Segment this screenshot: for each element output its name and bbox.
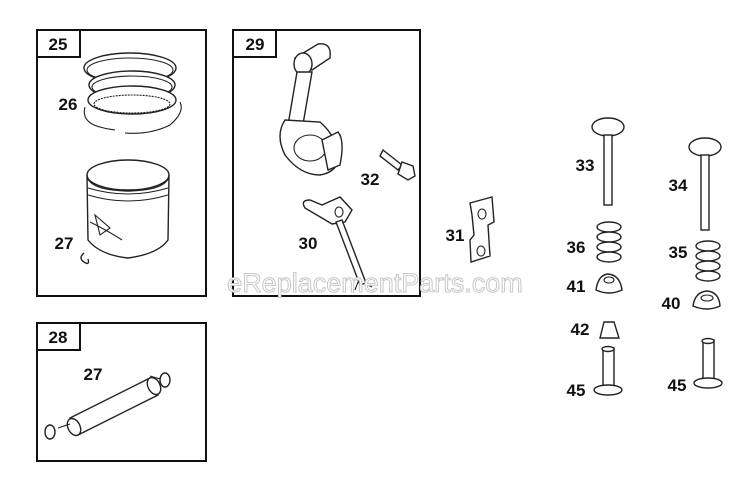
callout-27-pin: 27 xyxy=(84,365,103,384)
part-31-plate[interactable]: 31 xyxy=(446,196,495,263)
retainer-clip-drawing xyxy=(159,372,171,388)
kit-28-box[interactable]: 28 27 xyxy=(36,322,207,462)
callout-40: 40 xyxy=(662,294,681,313)
retainer-clip-drawing xyxy=(44,424,56,440)
intake-valve-33[interactable]: 33 xyxy=(576,117,625,206)
valve-spring-35[interactable]: 35 xyxy=(669,240,721,282)
tappet-45-right[interactable]: 45 xyxy=(668,337,723,396)
kit-25-label: 25 xyxy=(49,35,68,54)
kit-29-box[interactable]: 29 32 30 xyxy=(232,29,421,297)
callout-31: 31 xyxy=(446,226,465,245)
watermark: eReplacementParts.com xyxy=(227,268,523,298)
callout-34: 34 xyxy=(669,176,688,195)
piston-drawing xyxy=(86,159,170,259)
valve-spring-36[interactable]: 36 xyxy=(567,221,622,263)
kit-28-label: 28 xyxy=(49,328,68,347)
valve-keeper-42[interactable]: 42 xyxy=(571,320,620,339)
oil-dipper-drawing xyxy=(302,196,373,291)
spring-retainer-41[interactable]: 41 xyxy=(567,273,623,296)
piston-rings-drawing xyxy=(83,52,182,134)
callout-27: 27 xyxy=(55,234,74,253)
callout-41: 41 xyxy=(567,277,586,296)
callout-45-right: 45 xyxy=(668,376,687,395)
callout-42: 42 xyxy=(571,320,590,339)
callout-36: 36 xyxy=(567,238,586,257)
callout-35: 35 xyxy=(669,243,688,262)
connecting-rod-drawing xyxy=(279,43,343,176)
tappet-45-left[interactable]: 45 xyxy=(567,345,623,401)
piston-pin-drawing xyxy=(66,376,162,437)
callout-32: 32 xyxy=(361,170,380,189)
callout-33: 33 xyxy=(576,156,595,175)
callout-45-left: 45 xyxy=(567,381,586,400)
bolt-drawing xyxy=(379,148,416,181)
spring-retainer-40[interactable]: 40 xyxy=(662,290,721,313)
kit-29-label: 29 xyxy=(246,35,265,54)
exhaust-valve-34[interactable]: 34 xyxy=(669,137,722,231)
kit-25-box[interactable]: 25 26 27 xyxy=(36,29,207,297)
callout-30: 30 xyxy=(299,234,318,253)
retainer-clip-drawing xyxy=(80,252,90,265)
callout-26: 26 xyxy=(59,95,78,114)
